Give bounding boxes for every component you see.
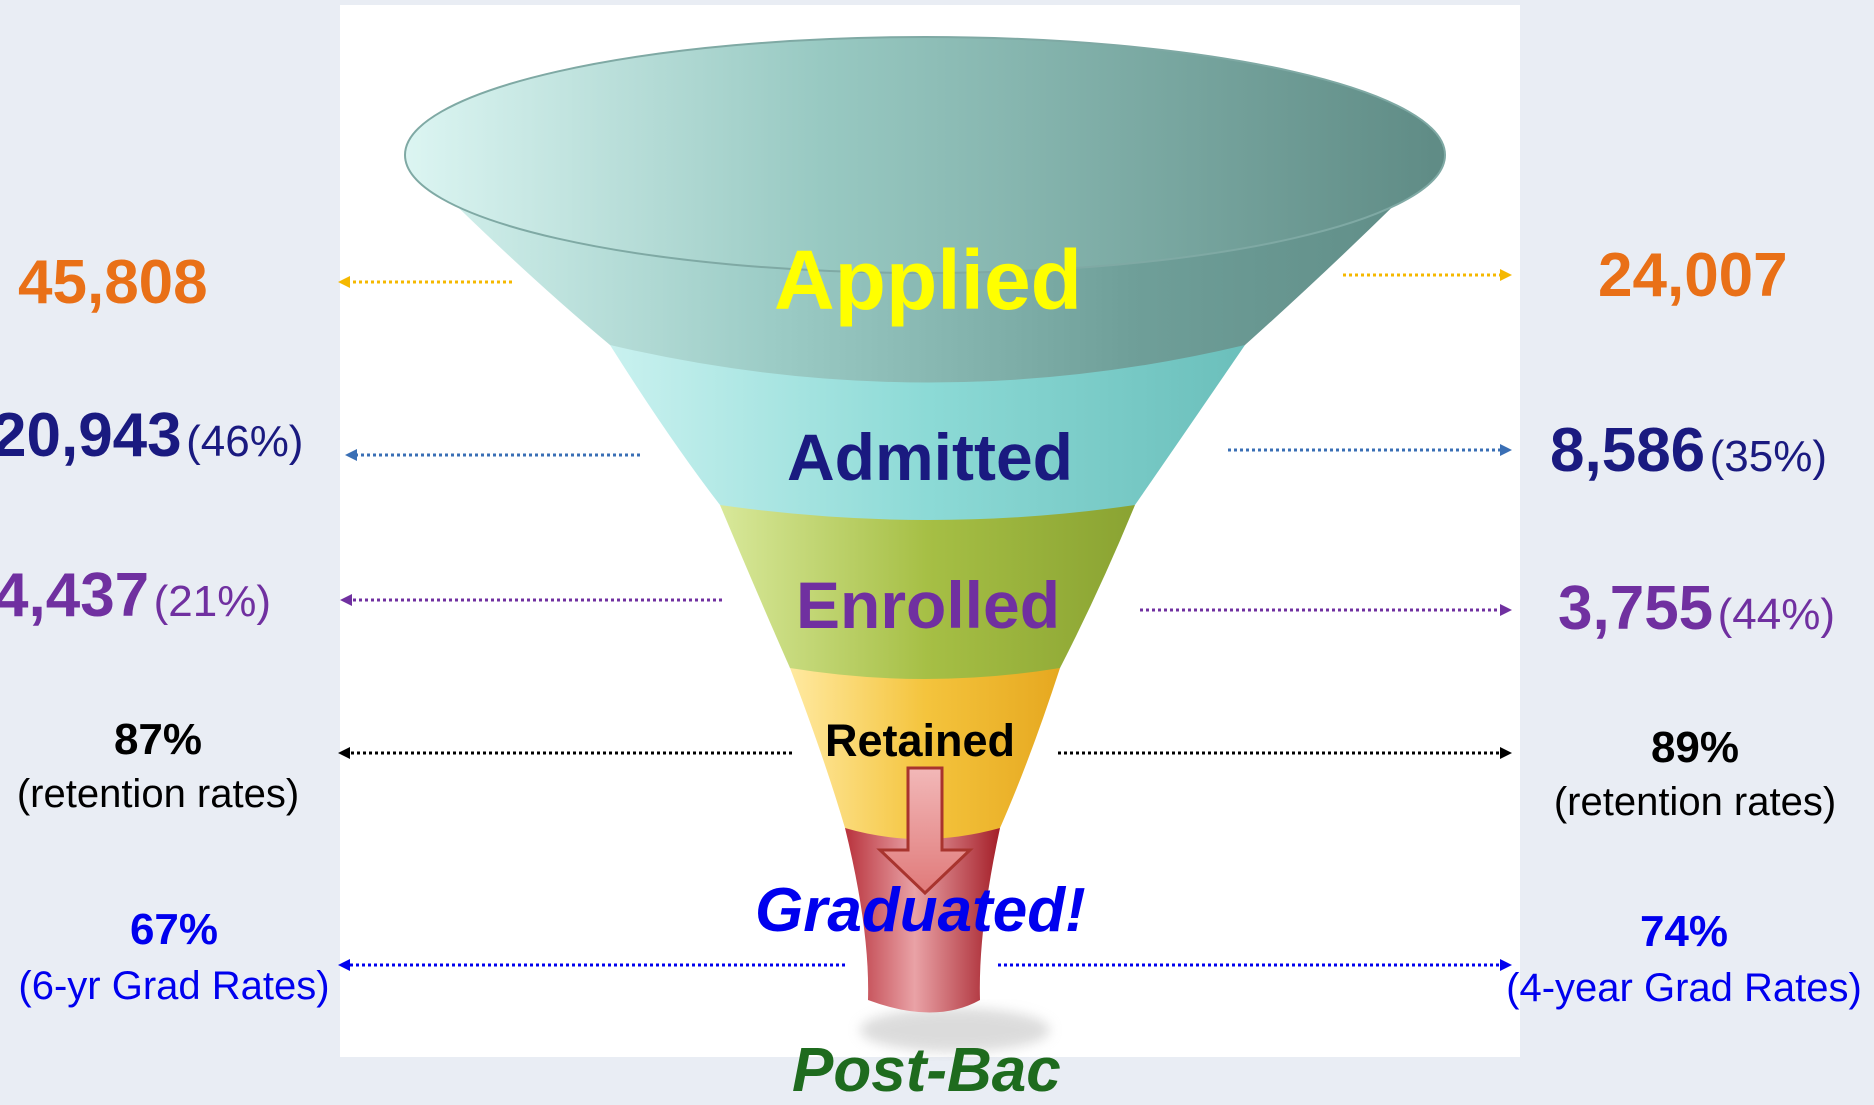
arrow-applied-right bbox=[1343, 269, 1512, 281]
funnel-rim bbox=[405, 37, 1445, 273]
left-graduated-stat: 67% (6-yr Grad Rates) bbox=[6, 905, 342, 1008]
left-retained-stat: 87% (retention rates) bbox=[0, 715, 324, 816]
stage-label-graduated: Graduated! bbox=[755, 876, 1086, 945]
right-retained-value: 89% bbox=[1650, 723, 1740, 772]
arrow-admitted-right bbox=[1228, 444, 1512, 456]
left-admitted-value: 20,943 bbox=[0, 401, 182, 470]
left-admitted-pct: (46%) bbox=[186, 417, 304, 466]
right-retained-stat: 89% (retention rates) bbox=[1530, 723, 1860, 824]
arrowhead-icon bbox=[338, 276, 350, 288]
right-retained-sub: (retention rates) bbox=[1553, 780, 1837, 824]
arrow-applied-left bbox=[338, 276, 512, 288]
arrowhead-icon bbox=[345, 449, 357, 461]
right-enrolled-stat: 3,755 (44%) bbox=[1558, 578, 1835, 640]
connector-arrows bbox=[338, 269, 1512, 971]
arrowhead-icon bbox=[338, 747, 350, 759]
right-applied-value: 24,007 bbox=[1598, 241, 1788, 310]
arrowhead-icon bbox=[1500, 604, 1512, 616]
arrow-graduated-left bbox=[338, 959, 845, 971]
left-admitted-stat: 20,943 (46%) bbox=[0, 405, 303, 467]
stage-label-admitted: Admitted bbox=[787, 420, 1073, 494]
arrowhead-icon bbox=[1500, 959, 1512, 971]
down-arrow-icon bbox=[876, 766, 974, 896]
arrowhead-icon bbox=[340, 594, 352, 606]
left-graduated-sub: (6-yr Grad Rates) bbox=[18, 964, 330, 1008]
funnel-band-admitted bbox=[610, 345, 1245, 520]
stage-label-retained: Retained bbox=[825, 715, 1016, 766]
right-graduated-sub: (4-year Grad Rates) bbox=[1506, 966, 1862, 1010]
stage-label-applied: Applied bbox=[774, 233, 1082, 327]
funnel-band-retained bbox=[790, 668, 1060, 839]
funnel-shadow bbox=[860, 1008, 1050, 1052]
right-admitted-pct: (35%) bbox=[1709, 432, 1827, 481]
right-enrolled-pct: (44%) bbox=[1717, 590, 1835, 639]
arrow-retained-right bbox=[1058, 747, 1512, 759]
arrow-admitted-left bbox=[345, 449, 640, 461]
funnel-band-graduated bbox=[845, 828, 1000, 1013]
right-graduated-value: 74% bbox=[1639, 907, 1729, 956]
right-enrolled-value: 3,755 bbox=[1558, 574, 1714, 643]
arrow-graduated-right bbox=[998, 959, 1512, 971]
left-enrolled-pct: (21%) bbox=[153, 577, 271, 626]
right-graduated-stat: 74% (4-year Grad Rates) bbox=[1494, 907, 1874, 1010]
stage-label-enrolled: Enrolled bbox=[796, 568, 1061, 642]
left-applied-value: 45,808 bbox=[18, 248, 208, 317]
stage-label-post-bac: Post-Bac bbox=[792, 1036, 1061, 1105]
arrowhead-icon bbox=[1500, 444, 1512, 456]
arrow-enrolled-left bbox=[340, 594, 722, 606]
left-enrolled-value: 4,437 bbox=[0, 561, 150, 630]
arrowhead-icon bbox=[1500, 269, 1512, 281]
arrowhead-icon bbox=[338, 959, 350, 971]
arrow-enrolled-right bbox=[1140, 604, 1512, 616]
funnel-band-enrolled bbox=[720, 505, 1135, 679]
left-enrolled-stat: 4,437 (21%) bbox=[0, 565, 271, 627]
right-admitted-value: 8,586 bbox=[1550, 416, 1706, 485]
left-retained-sub: (retention rates) bbox=[16, 772, 300, 816]
left-graduated-value: 67% bbox=[129, 905, 219, 954]
arrow-retained-left bbox=[338, 747, 792, 759]
right-admitted-stat: 8,586 (35%) bbox=[1550, 420, 1827, 482]
arrowhead-icon bbox=[1500, 747, 1512, 759]
left-retained-value: 87% bbox=[113, 715, 203, 764]
